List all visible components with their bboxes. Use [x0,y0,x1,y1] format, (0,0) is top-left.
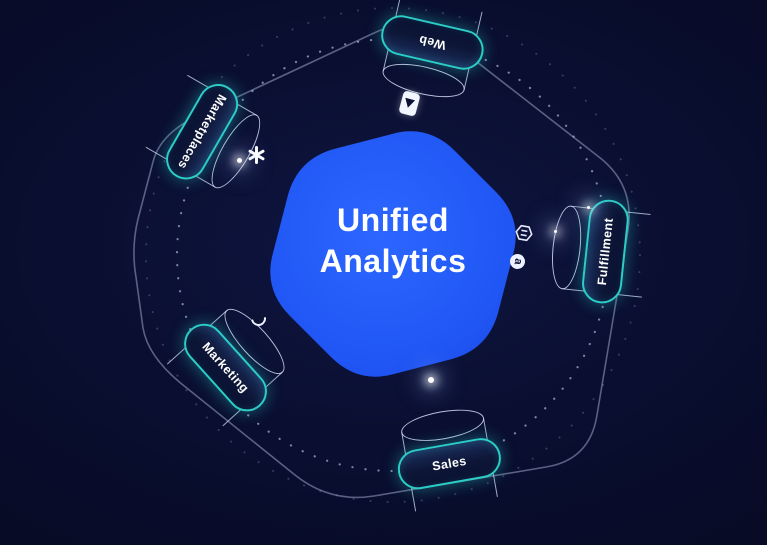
title-line-1: Unified [337,202,449,238]
title-line-2: Analytics [319,243,467,279]
sparkle-dot [587,206,590,209]
sparkle-dot [554,230,557,233]
sparkle-dot [428,377,434,383]
card-glyph [403,97,416,110]
sparkle-dot [237,158,242,163]
hexagon-badge-icon [515,224,533,242]
outer-rounded-polygon [133,24,630,499]
page-title: Unified Analytics [233,200,553,282]
hexagon-shape [270,131,516,377]
outer-dotted-orbit [145,7,641,503]
walmart-spark-icon [247,146,265,164]
